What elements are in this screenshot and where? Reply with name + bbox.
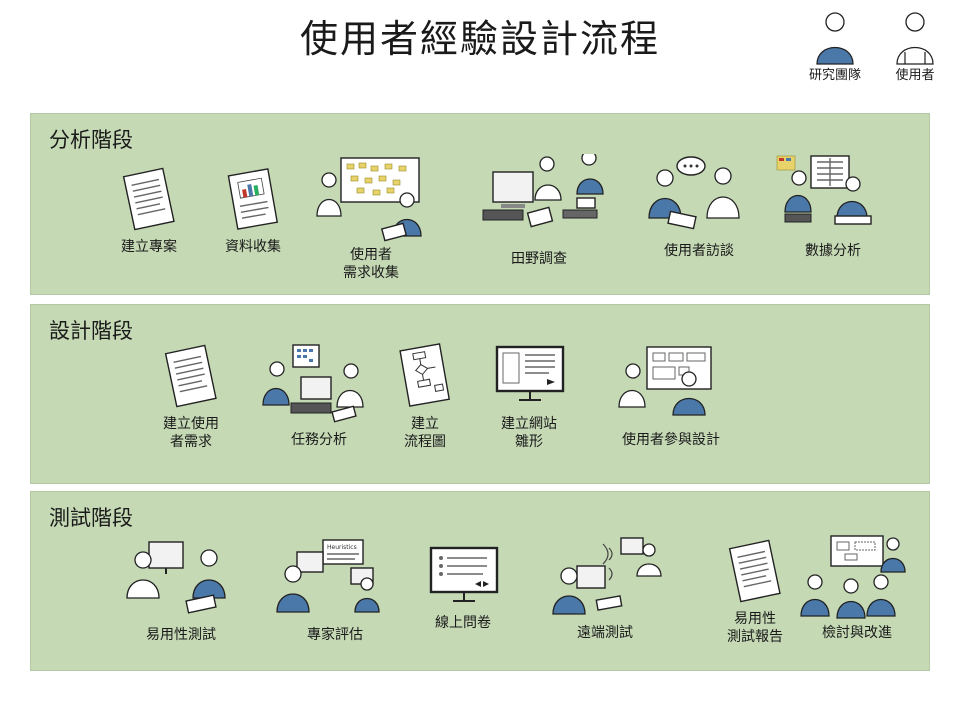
step-expert-review: Heuristics 專家評估 (275, 538, 395, 644)
step-usability-test: 易用性測試 (121, 538, 241, 644)
step-label: 資料收集 (225, 239, 281, 255)
phase-title: 測試階段 (49, 506, 133, 530)
step-label: 建立 流程圖 (404, 416, 446, 450)
step-participatory-design: 使用者參與設計 (611, 343, 731, 449)
step-label: 使用者參與設計 (622, 432, 720, 448)
legend-label: 使用者 (895, 68, 935, 83)
document-icon (122, 167, 175, 231)
step-remote-test: 遠端測試 (545, 532, 665, 642)
field-study-icon (482, 150, 604, 228)
step-label: 使用者 需求收集 (343, 247, 399, 281)
page-title: 使用者經驗設計流程 (299, 17, 660, 61)
step-label: 建立使用 者需求 (163, 416, 219, 450)
step-requirements-gathering: 使用者 需求收集 (311, 154, 431, 282)
step-label: 使用者訪談 (664, 243, 734, 259)
legend-research-team: 研究團隊 (800, 8, 870, 83)
step-field-study: 田野調查 (479, 150, 604, 268)
document-icon (728, 539, 781, 603)
usability-test-icon (126, 541, 226, 614)
step-label: 遠端測試 (577, 625, 633, 641)
remote-test-icon (552, 537, 662, 615)
participatory-design-icon (618, 346, 712, 416)
step-label: 數據分析 (805, 243, 861, 259)
flowchart-icon (399, 343, 451, 407)
step-label: 易用性測試 (146, 627, 216, 643)
step-usability-report: 易用性 測試報告 (695, 538, 815, 646)
step-label: 專家評估 (307, 627, 363, 643)
data-analysis-icon (776, 155, 872, 225)
step-label: 易用性 測試報告 (727, 611, 783, 645)
step-label: 田野調查 (511, 251, 567, 267)
step-label: 建立網站 雛形 (501, 416, 557, 450)
phase-title: 分析階段 (49, 128, 133, 152)
phase-design: 設計階段 建立使用 者需求 任務分析 (30, 304, 930, 484)
step-label: 建立專案 (121, 239, 177, 255)
legend-label: 研究團隊 (808, 68, 861, 83)
survey-monitor-icon (429, 546, 499, 602)
step-label: 線上問卷 (435, 615, 491, 631)
step-prototype: 建立網站 雛形 (469, 343, 589, 451)
phase-title: 設計階段 (49, 319, 133, 343)
task-analysis-icon (262, 344, 364, 423)
expert-review-icon: Heuristics (276, 539, 380, 613)
step-user-requirements: 建立使用 者需求 (131, 343, 251, 451)
review-meeting-icon (800, 535, 906, 619)
phase-testing: 測試階段 易用性測試 Heuristics 專家評估 (30, 491, 930, 671)
step-review-improve: 檢討與改進 (797, 532, 917, 642)
document-icon (164, 344, 217, 408)
step-flowchart: 建立 流程圖 (365, 343, 485, 451)
phase-analysis: 分析階段 建立專案 資料收集 (30, 113, 930, 295)
wireframe-monitor-icon (495, 345, 565, 401)
step-create-project: 建立專案 (89, 166, 209, 256)
step-online-survey: 線上問卷 (403, 538, 523, 632)
step-task-analysis: 任務分析 (259, 343, 379, 449)
interview-icon (648, 156, 740, 230)
research-team-person-icon (816, 12, 854, 65)
step-data-analysis: 數據分析 (773, 154, 893, 260)
legend-user: 使用者 (880, 8, 950, 83)
heuristics-board-text: Heuristics (327, 544, 357, 551)
step-label: 檢討與改進 (822, 625, 892, 641)
report-chart-icon (227, 168, 279, 230)
step-user-interview: 使用者訪談 (639, 154, 759, 260)
user-person-icon (896, 12, 934, 65)
step-data-collection: 資料收集 (193, 166, 313, 256)
sticky-board-icon (316, 157, 422, 242)
step-label: 任務分析 (291, 432, 347, 448)
